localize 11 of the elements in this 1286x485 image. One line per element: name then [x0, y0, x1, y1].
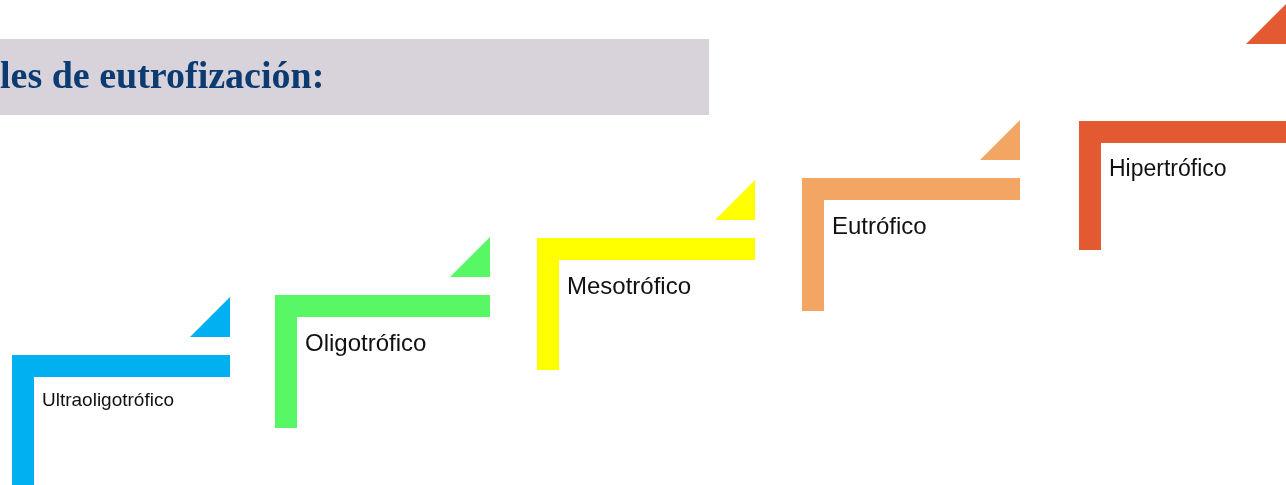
step-label: Mesotrófico — [567, 272, 692, 300]
step-label: Hipertrófico — [1109, 155, 1227, 182]
stair-step — [12, 297, 230, 485]
stair-step — [1079, 4, 1286, 250]
step-label: Eutrófico — [832, 212, 927, 240]
stair-step — [537, 180, 755, 370]
stair-step — [275, 237, 490, 428]
title: les de eutrofización: — [0, 53, 325, 97]
step-label: Oligotrófico — [305, 329, 427, 357]
step-label: Ultraoligotrófico — [42, 389, 174, 411]
stair-step — [802, 120, 1020, 311]
